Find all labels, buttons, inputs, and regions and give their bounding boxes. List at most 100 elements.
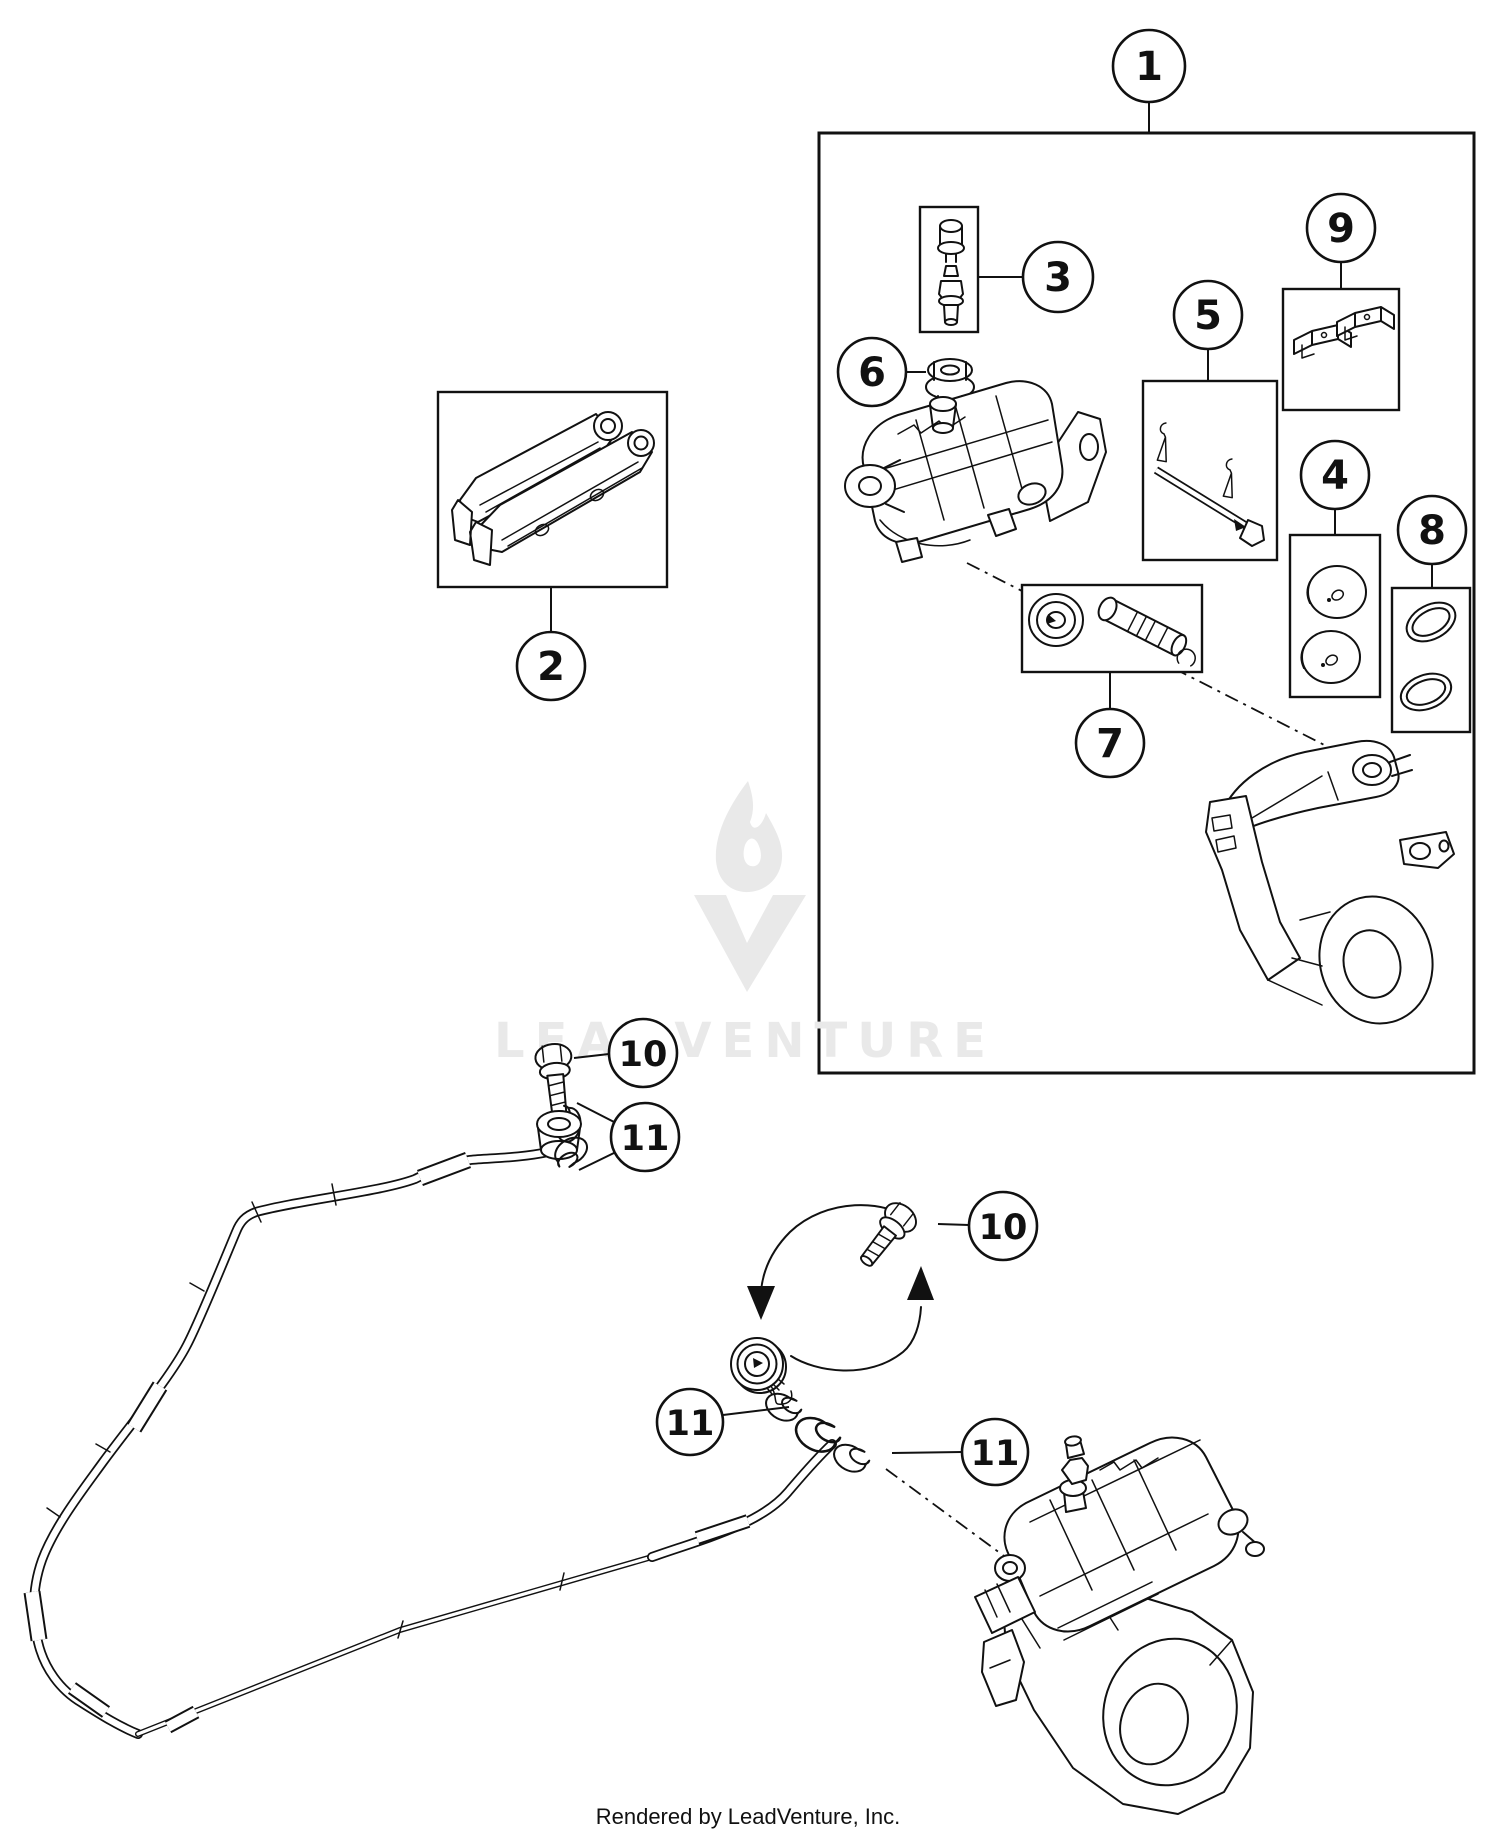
callout-7-label: 7 — [1096, 721, 1124, 767]
callout-11-lower-label: 11 — [971, 1434, 1020, 1474]
bleeder-nipple — [943, 265, 959, 277]
callout-1-label: 1 — [1135, 44, 1163, 90]
leadventure-flame-icon — [715, 781, 783, 893]
piston-seal-set — [1399, 601, 1457, 712]
callout-8-label: 8 — [1418, 508, 1446, 554]
seal-b — [1399, 672, 1453, 712]
caliper-body-details — [879, 395, 1053, 547]
pad-hole-a — [534, 523, 550, 537]
callout-9-label: 9 — [1327, 206, 1355, 252]
rear-caliper-body — [1003, 1436, 1240, 1633]
banjo-boss-top — [929, 396, 957, 412]
seal-a — [1405, 601, 1457, 643]
brake-hose-outline — [28, 1147, 553, 1739]
callout-3-label: 3 — [1044, 255, 1072, 301]
rotation-arc-right — [790, 1306, 922, 1372]
brake-pipe — [136, 1555, 654, 1736]
callout-10-lower-circle[interactable] — [967, 1190, 1039, 1262]
callout-6[interactable]: 6 — [836, 336, 908, 408]
brake-pad-lower — [477, 431, 653, 553]
bracket-pin-hole — [1362, 762, 1382, 778]
brake-hose-assembly — [23, 1042, 871, 1739]
rear-bleeder-hex — [1061, 1457, 1089, 1485]
watermark-text: LEADVENTURE — [494, 1013, 996, 1069]
callout-11-middle[interactable]: 11 — [655, 1387, 725, 1457]
callout-4-circle[interactable] — [1299, 439, 1371, 511]
callout-9[interactable]: 9 — [1305, 192, 1377, 264]
nut-hole — [940, 364, 960, 376]
callout-4-label: 4 — [1321, 453, 1349, 499]
caliper-bracket-top — [1205, 739, 1455, 1025]
bleeder-cap-base — [937, 241, 965, 255]
hose-joint-ticks — [46, 1183, 565, 1639]
banjo-boss-side — [929, 403, 957, 429]
callout-3-circle[interactable] — [1021, 240, 1095, 314]
callout-3[interactable]: 3 — [1021, 240, 1095, 314]
banjo-bolt-lower — [860, 1201, 917, 1267]
brake-hose — [30, 1148, 552, 1738]
callout-10-upper[interactable]: 10 — [607, 1017, 679, 1089]
callout-8-circle[interactable] — [1396, 494, 1468, 566]
bushing-hole — [1046, 611, 1066, 629]
pipe-coupler — [165, 1707, 199, 1732]
bleeder-cap-side — [939, 225, 963, 248]
callout-9-circle[interactable] — [1305, 192, 1377, 264]
assembly-axis-line-bottom — [885, 1468, 1005, 1557]
callout-2[interactable]: 2 — [515, 630, 587, 702]
callout-10-upper-label: 10 — [619, 1035, 668, 1075]
callout-7-circle[interactable] — [1074, 707, 1146, 779]
hose-lower-end-outline — [647, 1439, 837, 1562]
hose-sleeve-a — [417, 1153, 471, 1185]
rear-bleeder-cap — [1064, 1435, 1082, 1447]
caliper-ear-links — [883, 459, 905, 513]
callout-11-upper-circle[interactable] — [609, 1101, 681, 1173]
callout-10-upper-circle[interactable] — [607, 1017, 679, 1089]
callout-11-middle-label: 11 — [666, 1404, 715, 1444]
callout-6-label: 6 — [858, 350, 886, 396]
callout-11-lower-circle[interactable] — [960, 1417, 1030, 1487]
callout-11-middle-circle[interactable] — [655, 1387, 725, 1457]
callout-2-circle[interactable] — [515, 630, 587, 702]
cylinder-mouth — [1017, 482, 1047, 506]
rear-left-foot — [981, 1629, 1025, 1707]
leadventure-v-icon — [694, 895, 806, 992]
callout-11-upper[interactable]: 11 — [609, 1101, 681, 1173]
callout-1-circle[interactable] — [1111, 28, 1187, 104]
sealing-washer-caliper-end — [833, 1443, 871, 1473]
callout-11-lower[interactable]: 11 — [960, 1417, 1030, 1487]
callout-10-lower-label: 10 — [979, 1208, 1028, 1248]
callout-1[interactable]: 1 — [1111, 28, 1187, 104]
callout-6-circle[interactable] — [836, 336, 908, 408]
leader-11b — [722, 1406, 790, 1416]
rear-pin-cap — [1245, 1541, 1265, 1557]
callout-10-lower[interactable]: 10 — [967, 1190, 1039, 1262]
sealing-washer-hose-end — [765, 1392, 803, 1422]
nut-facets — [933, 361, 967, 381]
rear-banjo-hole — [1002, 1561, 1018, 1575]
callout-8[interactable]: 8 — [1396, 494, 1468, 566]
callout-5-circle[interactable] — [1172, 279, 1244, 351]
pad-hole-b — [589, 488, 605, 502]
caliper-body-top — [844, 380, 1107, 563]
piston-a — [1306, 565, 1367, 619]
hose-sleeve-c — [25, 1591, 46, 1641]
callout-7[interactable]: 7 — [1074, 707, 1146, 779]
callout-2-label: 2 — [537, 644, 565, 690]
piston-b — [1300, 630, 1361, 684]
rear-left-block-hatch — [984, 1583, 1011, 1618]
rear-pin-boss — [1217, 1508, 1249, 1536]
rear-pad-edges — [989, 1581, 1159, 1669]
callout-4[interactable]: 4 — [1299, 439, 1371, 511]
bleeder-screw-kit — [937, 219, 965, 326]
callout-5[interactable]: 5 — [1172, 279, 1244, 351]
bracket-tab-hole-small — [1438, 839, 1450, 853]
caliper-arm-hole — [1079, 433, 1099, 461]
hose-grommet — [730, 1337, 793, 1406]
sealing-washer-upper-2 — [554, 1136, 588, 1168]
footer-credit: Rendered by LeadVenture, Inc. — [596, 1804, 901, 1829]
bushing-mark — [1047, 614, 1056, 624]
banjo-eye-lower — [794, 1416, 842, 1453]
callout-5-label: 5 — [1194, 293, 1222, 339]
